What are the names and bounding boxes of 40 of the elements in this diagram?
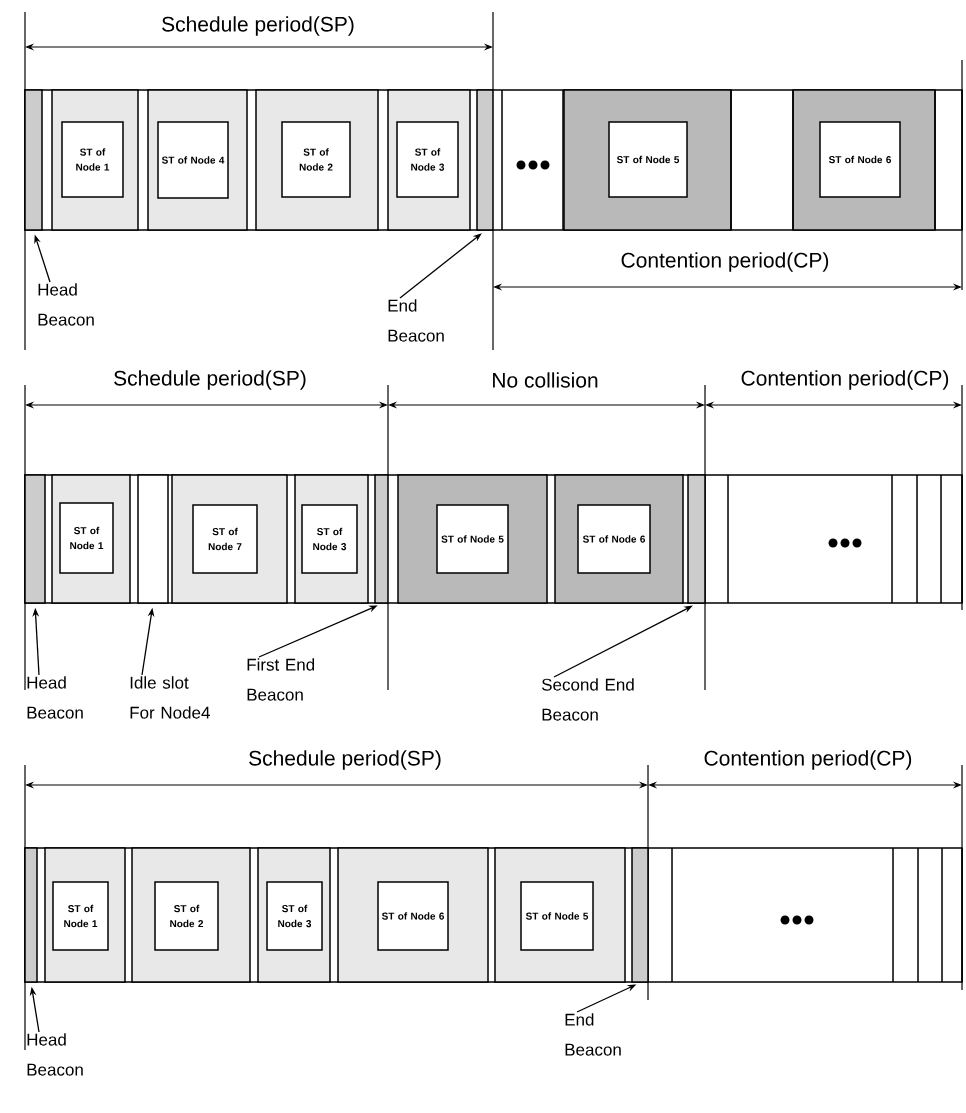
slot-label-box: ST of Node 5 xyxy=(608,121,688,198)
slot-label-box: ST of Node 2 xyxy=(154,881,219,951)
leader-arrow xyxy=(399,233,482,299)
slot-label-box: ST of Node 3 xyxy=(396,121,459,198)
beacon-label: Head Beacon xyxy=(38,283,94,326)
beacon-label: First End Beacon xyxy=(247,658,315,701)
beacon-slot xyxy=(374,474,389,604)
beacon-slot xyxy=(24,847,38,983)
period-label: No collision xyxy=(493,372,598,388)
beacon-label: End Beacon xyxy=(388,299,444,342)
slot-label-box: ST of Node 6 xyxy=(377,881,449,951)
slot-label-box: ST of Node 2 xyxy=(281,121,351,198)
period-label: Schedule period(SP) xyxy=(114,370,306,390)
slot-label-box: ST of Node 1 xyxy=(59,502,114,574)
period-label: Schedule period(SP) xyxy=(249,750,441,770)
beacon-slot xyxy=(24,474,46,604)
slot-label-box: ST of Node 6 xyxy=(577,504,651,574)
beacon-label: Head Beacon xyxy=(27,676,83,719)
beacon-slot xyxy=(631,847,649,983)
slot-label-box: ST of Node 3 xyxy=(266,881,323,951)
slot-label-box: ST of Node 5 xyxy=(520,881,594,951)
slot-label-box: ST of Node 5 xyxy=(436,504,509,574)
beacon-label: Idle slot For Node4 xyxy=(130,676,210,719)
beacon-slot xyxy=(687,474,706,604)
period-label: Contention period(CP) xyxy=(704,750,912,770)
slot-label-box: ST of Node 1 xyxy=(52,881,109,951)
beacon-label: Head Beacon xyxy=(27,1033,83,1076)
beacon-slot xyxy=(476,89,494,231)
beacon-slot xyxy=(24,89,43,231)
slot-label-box: ST of Node 1 xyxy=(61,121,124,198)
slot-label-box: ST of Node 4 xyxy=(157,121,229,199)
slot-label-box: ST of Node 7 xyxy=(192,504,258,574)
slot-label-box: ST of Node 3 xyxy=(301,504,358,574)
slot-label-box: ST of Node 6 xyxy=(819,121,901,198)
period-label: Contention period(CP) xyxy=(621,252,829,272)
period-label: Schedule period(SP) xyxy=(162,16,354,36)
idle-slot xyxy=(137,474,169,604)
period-label: Contention period(CP) xyxy=(741,370,949,390)
beacon-label: End Beacon xyxy=(565,1013,621,1056)
beacon-label: Second End Beacon xyxy=(542,678,634,721)
